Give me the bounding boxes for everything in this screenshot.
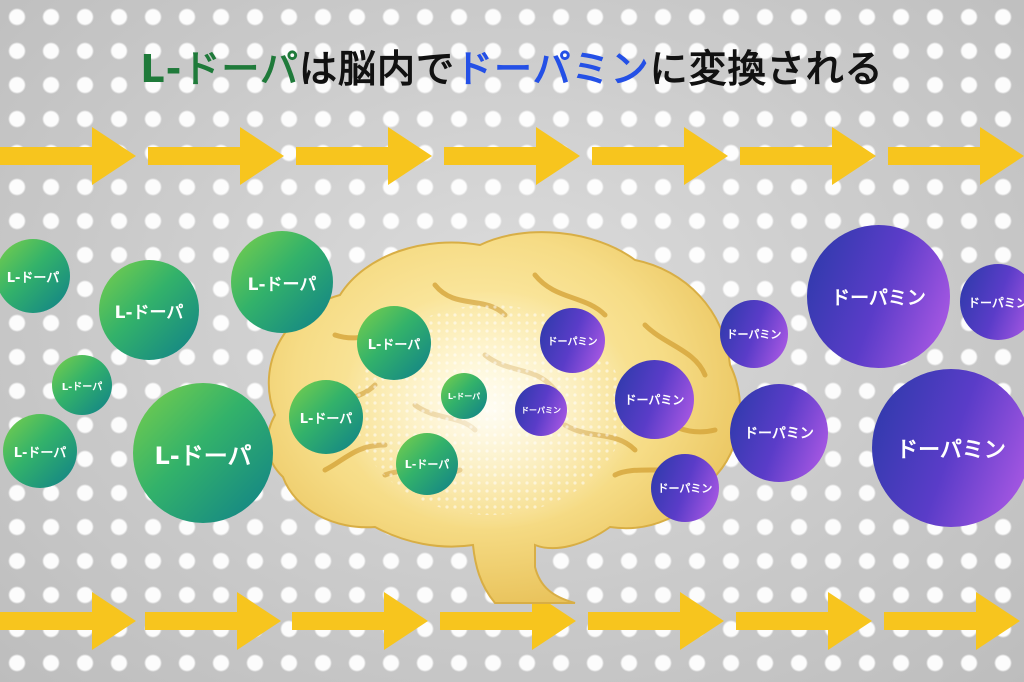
dopamine-bubble: ドーパミン [872, 369, 1024, 527]
dopamine-bubble: ドーパミン [540, 308, 605, 373]
title-converted: に変換される [649, 47, 884, 91]
title-ldopa: L-ドーパ [140, 47, 299, 91]
arrow-right-icon [296, 127, 432, 185]
dopamine-bubble: ドーパミン [515, 384, 567, 436]
ldopa-bubble: L-ドーパ [3, 414, 77, 488]
ldopa-bubble: L-ドーパ [357, 306, 431, 380]
dopamine-bubble: ドーパミン [615, 360, 694, 439]
title-dopamine: ドーパミン [454, 47, 650, 91]
dopamine-bubble: ドーパミン [720, 300, 788, 368]
dopamine-bubble: ドーパミン [651, 454, 719, 522]
arrow-right-icon [736, 592, 872, 650]
arrow-right-icon [440, 592, 576, 650]
arrow-right-icon [148, 127, 284, 185]
ldopa-bubble: L-ドーパ [289, 380, 363, 454]
dopamine-bubble: ドーパミン [807, 225, 950, 368]
arrow-right-icon [592, 127, 728, 185]
ldopa-bubble: L-ドーパ [99, 260, 199, 360]
ldopa-bubble: L-ドーパ [396, 433, 458, 495]
ldopa-bubble: L-ドーパ [231, 231, 333, 333]
page-title: L-ドーパは脳内でドーパミンに変換される [0, 38, 1024, 93]
dopamine-bubble: ドーパミン [960, 264, 1024, 340]
dopamine-bubble: ドーパミン [730, 384, 828, 482]
arrow-right-icon [444, 127, 580, 185]
arrow-right-icon [884, 592, 1020, 650]
title-in-brain: は脳内で [298, 47, 455, 91]
ldopa-bubble: L-ドーパ [441, 373, 487, 419]
arrow-right-icon [0, 127, 136, 185]
arrow-right-icon [0, 592, 136, 650]
arrow-right-icon [292, 592, 428, 650]
ldopa-bubble: L-ドーパ [133, 383, 273, 523]
ldopa-bubble: L-ドーパ [52, 355, 112, 415]
arrow-right-icon [740, 127, 876, 185]
ldopa-bubble: L-ドーパ [0, 239, 70, 313]
arrow-right-icon [888, 127, 1024, 185]
arrow-right-icon [145, 592, 281, 650]
arrow-right-icon [588, 592, 724, 650]
